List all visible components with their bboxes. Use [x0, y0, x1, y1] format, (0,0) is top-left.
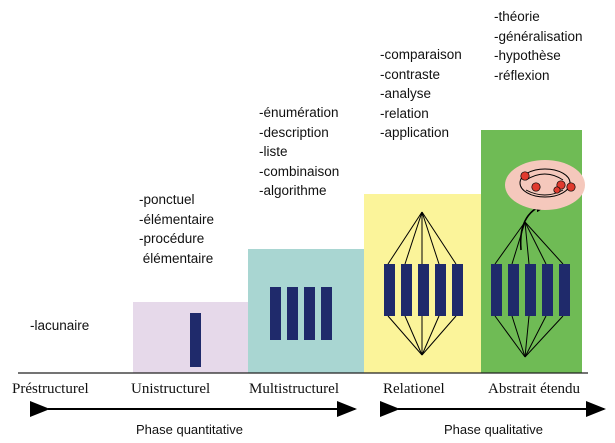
multistructurel-items: -énumération -description -liste -combin… — [259, 103, 339, 201]
list-item: -comparaison — [380, 47, 462, 62]
relationel-bars — [384, 264, 463, 316]
relationel-structure — [387, 211, 457, 356]
unistructurel-items: -ponctuel -élémentaire -procédure élémen… — [139, 190, 214, 268]
abstrait-bars — [491, 264, 570, 316]
label-multistructurel: Multistructurel — [249, 381, 339, 397]
label-relationel: Relationel — [383, 381, 445, 397]
list-item: -combinaison — [259, 163, 340, 179]
list-item: -algorithme — [259, 183, 327, 199]
label-prestructurel: Préstructurel — [12, 381, 89, 397]
list-item: -relation — [380, 105, 429, 121]
unistructurel-bar — [190, 313, 201, 367]
phase-quantitative-label: Phase quantitative — [136, 422, 243, 437]
abstrait-structure — [494, 221, 564, 358]
list-item: -élémentaire — [139, 211, 215, 227]
list-item: -réflexion — [494, 67, 550, 83]
list-item: -contraste — [380, 66, 441, 82]
list-item: -application — [380, 125, 450, 141]
list-item: -analyse — [380, 86, 432, 102]
list-item: -généralisation — [494, 28, 583, 44]
list-item: -liste — [259, 144, 288, 160]
label-abstrait: Abstrait étendu — [488, 381, 581, 397]
list-item: -énumération — [259, 105, 339, 120]
abstraction-bubble — [505, 160, 585, 210]
list-item: -théorie — [494, 9, 540, 24]
relationel-items: -comparaison -contraste -analyse -relati… — [380, 45, 462, 143]
prestructurel-items: -lacunaire — [30, 316, 89, 336]
list-item: -procédure — [139, 231, 205, 247]
multistructurel-bars — [270, 287, 332, 340]
list-item: -hypothèse — [494, 48, 561, 64]
list-item: -lacunaire — [30, 318, 90, 333]
list-item: élémentaire — [139, 250, 214, 266]
label-unistructurel: Unistructurel — [131, 381, 211, 397]
abstrait-items: -théorie -généralisation -hypothèse -réf… — [494, 7, 583, 85]
phase-qualitative-label: Phase qualitative — [444, 422, 544, 437]
list-item: -ponctuel — [139, 192, 195, 207]
list-item: -description — [259, 124, 329, 140]
